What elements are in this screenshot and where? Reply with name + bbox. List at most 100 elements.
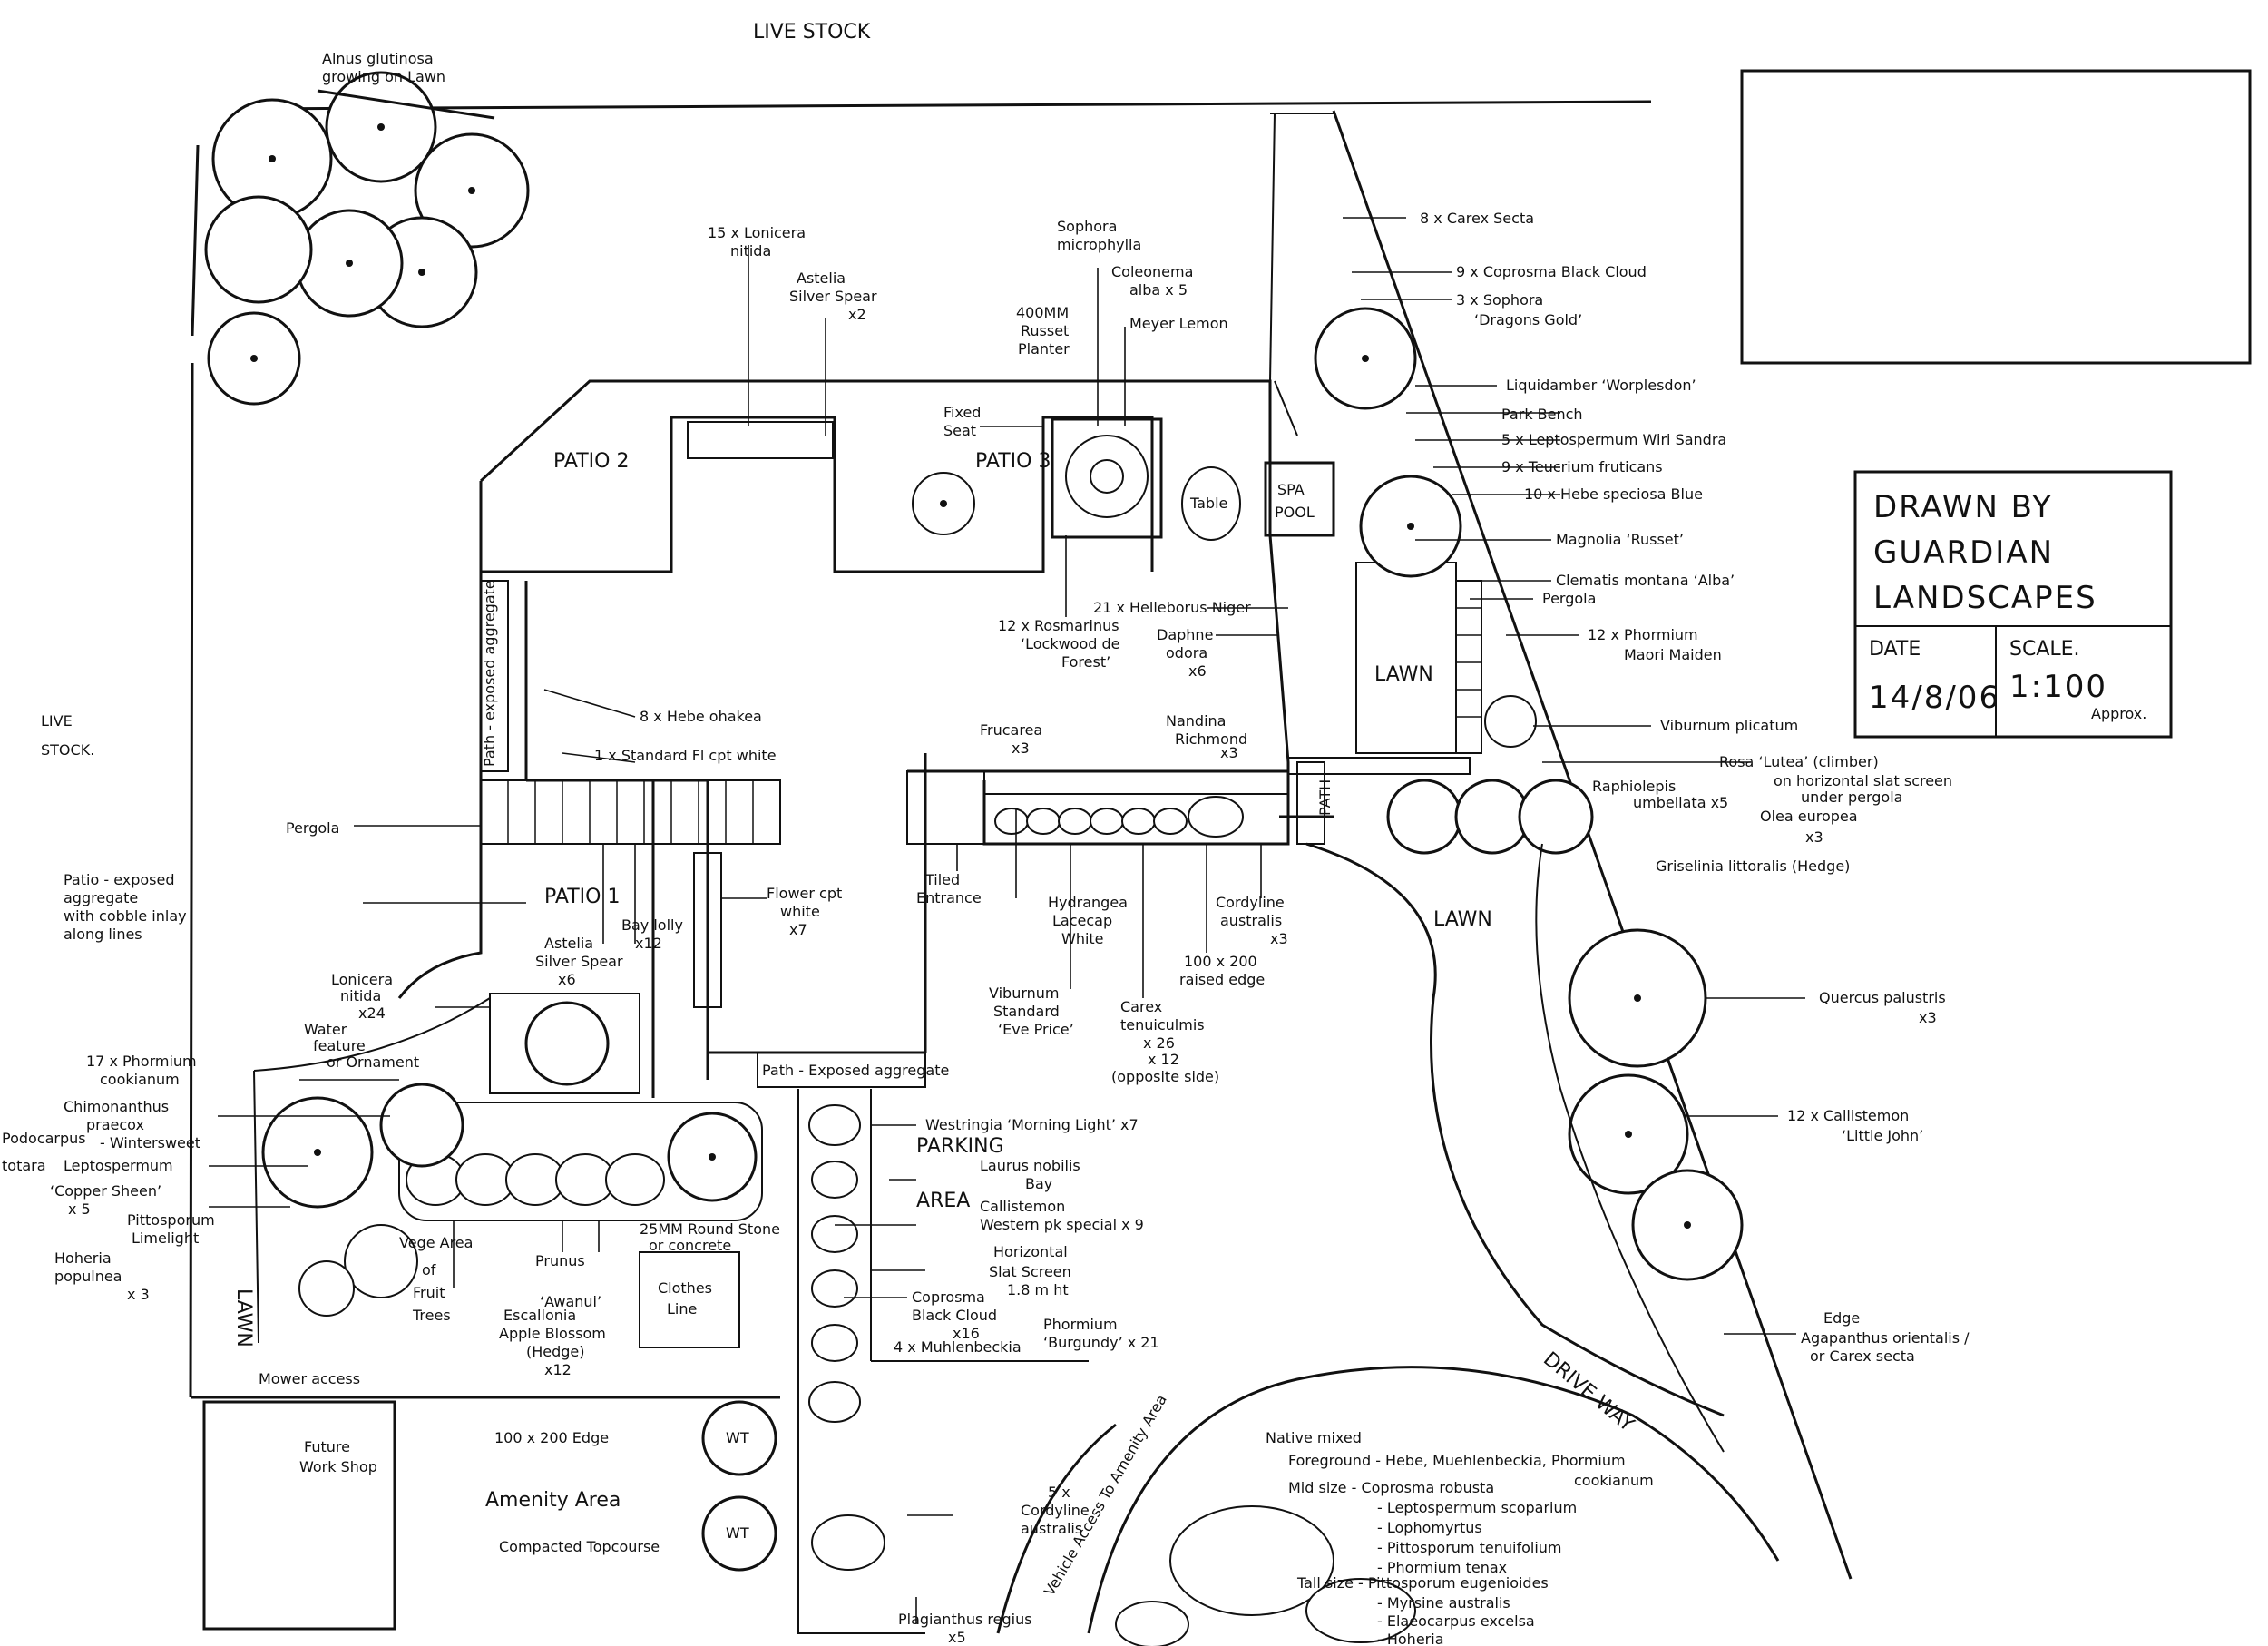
label-astelia-mid-2: Silver Spear [535, 953, 623, 970]
label-alnus-2: growing on Lawn [322, 68, 445, 85]
area-clothes-1: Clothes [658, 1279, 712, 1297]
label-astelia-mid-1: Astelia [544, 935, 593, 952]
label-teucrium: 9 x Teucrium fruticans [1501, 458, 1663, 475]
right-hedge-strip [1270, 113, 1725, 1453]
main-lawn-edge [1305, 842, 1725, 1417]
label-raised-edge-1: 100 x 200 [1184, 953, 1257, 970]
scale-value: 1:100 [2009, 669, 2107, 705]
label-foreground-2: cookianum [1574, 1472, 1654, 1489]
label-plagianthus-2: x5 [948, 1629, 966, 1646]
area-path-right: PATH [1316, 779, 1334, 816]
label-viburnum-plicatum: Viburnum plicatum [1660, 717, 1798, 734]
area-lawn-main: LAWN [1433, 908, 1492, 931]
label-vege-area-1: Vege Area [399, 1234, 473, 1251]
label-leptospermum-wiri: 5 x Leptospermum Wiri Sandra [1501, 431, 1726, 448]
label-viburnum-std-2: Standard [993, 1003, 1060, 1020]
label-hoheria-2: populnea [54, 1268, 122, 1285]
label-mid-3: - Lophomyrtus [1377, 1519, 1482, 1536]
area-parking-2: AREA [916, 1190, 970, 1212]
boundary-trees [1314, 307, 1744, 1281]
date-value: 14/8/06 [1869, 680, 2000, 716]
label-nandina-1: Nandina [1166, 712, 1226, 730]
label-muehlenbeckia: 4 x Muhlenbeckia [894, 1338, 1022, 1356]
label-cordyline-mid-2: australis [1220, 912, 1282, 929]
label-vege-area-4: Trees [412, 1307, 451, 1324]
label-daphne-1: Daphne [1157, 626, 1213, 643]
plant-labels: 15 x Lonicera nitida Astelia Silver Spea… [2, 210, 1970, 1646]
label-pittosporum-ll-2: Limelight [132, 1230, 199, 1247]
label-slat-screen-1: Horizontal [993, 1243, 1068, 1260]
label-cordyline-mid-1: Cordyline [1216, 894, 1285, 911]
area-clothes-2: Line [667, 1300, 697, 1318]
path-right [1296, 761, 1325, 845]
area-lawn-small: LAWN [1374, 663, 1433, 686]
patio-3-feature-circle [912, 472, 975, 535]
label-live-stock-left-1: LIVE [41, 712, 73, 730]
label-hydrangea-1: Hydrangea [1048, 894, 1128, 911]
hedge-row [398, 1102, 763, 1221]
label-phormium-burg-1: Phormium [1043, 1316, 1118, 1333]
label-bay-lolly-2: x12 [635, 935, 662, 952]
label-astelia-top-2: Silver Spear [789, 288, 877, 305]
label-raphiolepis-1: Raphiolepis [1592, 778, 1676, 795]
label-amenity-area: Amenity Area [485, 1489, 621, 1512]
label-rosa-lutea-1: Rosa ‘Lutea’ (climber) [1719, 753, 1879, 770]
label-water-feature-1: Water [304, 1021, 347, 1038]
label-nandina-2: Richmond [1175, 730, 1247, 748]
label-cordyline-low-2: Cordyline [1021, 1502, 1090, 1519]
label-astelia-mid-3: x6 [558, 971, 576, 988]
label-viburnum-std-1: Viburnum [989, 985, 1060, 1002]
label-meyer-lemon: Meyer Lemon [1129, 315, 1228, 332]
label-carex-tenui-3: x 26 [1143, 1034, 1175, 1052]
label-tiled-entrance-1: Tiled [924, 871, 960, 888]
label-prunus-1: Prunus [535, 1252, 585, 1269]
driveway-edge-inner [996, 1423, 1117, 1634]
label-westringia: Westringia ‘Morning Light’ x7 [925, 1116, 1139, 1133]
water-tank-bottom [701, 1495, 777, 1572]
label-vege-area-3: Fruit [413, 1284, 445, 1301]
spa-pool [1264, 461, 1335, 537]
label-raphiolepis-2: umbellata x5 [1633, 794, 1728, 811]
label-planter-1: 400MM [1016, 304, 1069, 321]
label-leptospermum-cs-2: ‘Copper Sheen’ [50, 1182, 161, 1200]
label-lonicera-mid-1: Lonicera [331, 971, 393, 988]
label-nandina-3: x3 [1220, 744, 1238, 761]
label-patio-note-2: aggregate [64, 889, 138, 906]
front-bed-shrubs [994, 796, 1244, 838]
label-amenity-sub: Compacted Topcourse [499, 1538, 660, 1555]
scale-label: SCALE. [2009, 638, 2080, 661]
label-podocarpus-1: Podocarpus [2, 1130, 86, 1147]
label-water-feature-2: feature [313, 1037, 366, 1054]
label-flower-cpt-3: x7 [789, 921, 807, 938]
area-table: Table [1189, 495, 1227, 512]
future-workshop [202, 1400, 396, 1631]
label-chimonanthus-3: - Wintersweet [100, 1134, 200, 1151]
label-sophora-1: Sophora [1057, 218, 1117, 235]
label-planter-3: Planter [1018, 340, 1070, 358]
label-live-stock-left-2: STOCK. [41, 741, 94, 759]
label-chimonanthus-2: praecox [86, 1116, 144, 1133]
label-sophora-2: microphylla [1057, 236, 1141, 253]
side-path [480, 580, 509, 772]
label-tiled-entrance-2: Entrance [916, 889, 982, 906]
label-park-bench: Park Bench [1501, 406, 1583, 423]
front-raised-bed [983, 793, 1289, 845]
label-coleonema-2: alba x 5 [1129, 281, 1188, 299]
scale-note: Approx. [2091, 705, 2146, 722]
label-mid-2: - Leptospermum scoparium [1377, 1499, 1577, 1516]
label-fixed-seat-1: Fixed [943, 404, 981, 421]
label-mid-4: - Pittosporum tenuifolium [1377, 1539, 1562, 1556]
label-leptospermum-cs-1: Leptospermum [64, 1157, 173, 1174]
property-boundary [189, 100, 1853, 1580]
label-phormium-burg-2: ‘Burgundy’ x 21 [1043, 1334, 1159, 1351]
label-hoheria-1: Hoheria [54, 1249, 112, 1267]
label-clematis: Clematis montana ‘Alba’ [1556, 572, 1735, 589]
label-water-feature-3: or Ornament [327, 1053, 419, 1071]
label-carex-tenui-2: tenuiculmis [1120, 1016, 1205, 1034]
label-coprosma-bc-3: x16 [953, 1325, 980, 1342]
label-pergola-right: Pergola [1542, 590, 1596, 607]
label-quercus-2: x3 [1919, 1009, 1937, 1026]
clothes-line [639, 1251, 740, 1348]
native-bed [1115, 1505, 1416, 1646]
label-callistemon-little-2: ‘Little John’ [1842, 1127, 1923, 1144]
